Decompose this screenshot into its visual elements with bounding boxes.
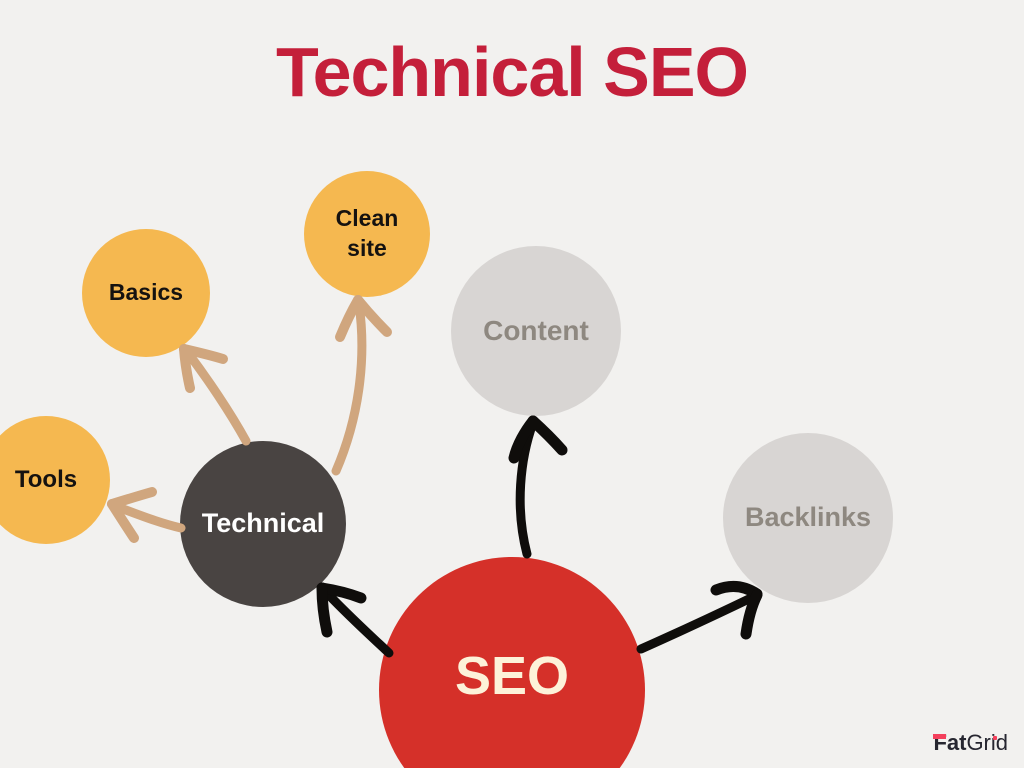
node-label-tools: Tools — [14, 466, 78, 494]
node-backlinks: Backlinks — [723, 433, 893, 603]
fatgrid-logo-accent-dot — [993, 736, 998, 740]
node-clean-site: Clean site — [304, 171, 430, 297]
fatgrid-logo-grid: Grid — [966, 730, 1008, 755]
node-basics: Basics — [82, 229, 210, 357]
node-label-technical: Technical — [201, 508, 325, 539]
node-label-basics: Basics — [108, 279, 184, 306]
node-label-content: Content — [483, 314, 589, 346]
page-title: Technical SEO — [276, 33, 749, 111]
node-label-clean-site: Clean site — [335, 205, 399, 261]
node-content: Content — [451, 246, 621, 416]
fatgrid-logo-accent-bar — [933, 734, 947, 739]
node-technical: Technical — [180, 441, 346, 607]
node-label-seo: SEO — [454, 645, 570, 706]
node-label-backlinks: Backlinks — [744, 502, 872, 533]
node-tools: Tools — [0, 416, 110, 544]
fatgrid-logo: FatGrid — [933, 730, 1008, 756]
node-seo: SEO — [379, 557, 645, 768]
